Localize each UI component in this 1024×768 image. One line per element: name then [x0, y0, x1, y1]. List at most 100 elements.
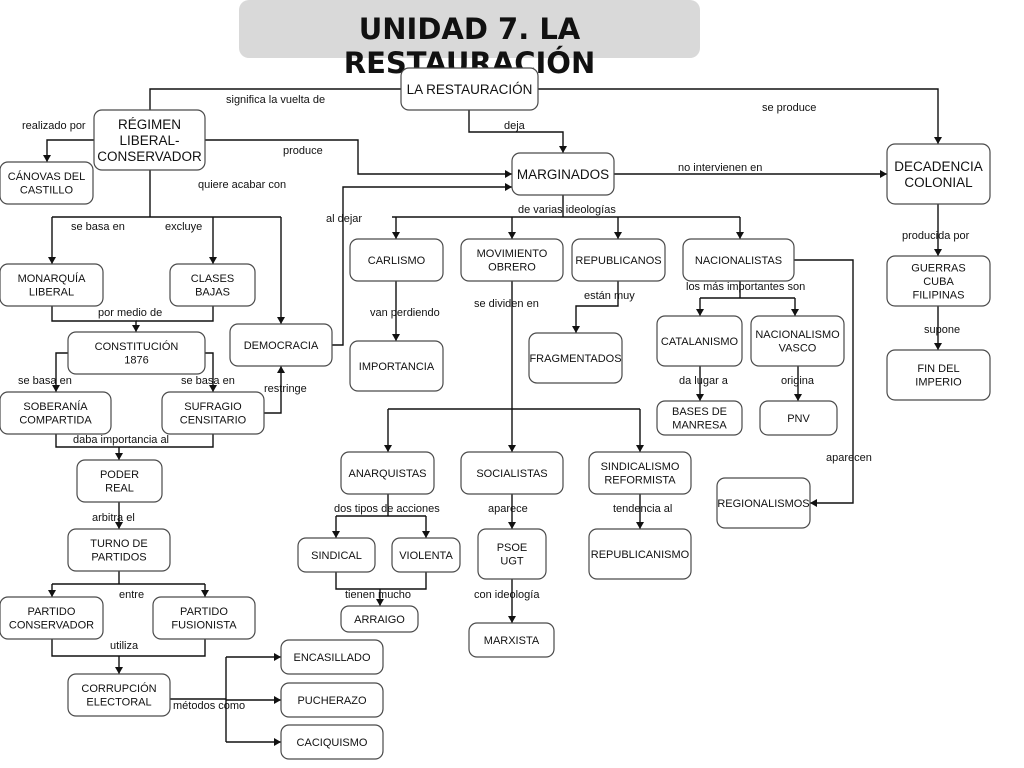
link-label-se_basa_1: se basa en [18, 375, 72, 387]
link-label-excluye: excluye [165, 221, 202, 233]
link-label-se_basa_2: se basa en [181, 375, 235, 387]
node-nacionalistas[interactable]: NACIONALISTAS [682, 238, 795, 282]
link-label-da_lugar: da lugar a [679, 375, 729, 387]
node-box-movimiento [460, 238, 564, 282]
arrowhead-18 [810, 499, 817, 507]
arrowhead-0 [934, 137, 942, 144]
node-marxista[interactable]: MARXISTA [468, 622, 555, 658]
arrowhead-2 [505, 170, 512, 178]
connector-2 [468, 110, 564, 153]
node-catalanismo[interactable]: CATALANISMO [656, 315, 743, 367]
node-text-clases: CLASES [191, 273, 234, 285]
connector-19 [136, 306, 214, 322]
node-text-sufragio: CENSITARIO [180, 415, 247, 427]
link-label-tendencia: tendencia al [613, 503, 672, 515]
node-box-fusionista [152, 596, 256, 640]
arrowhead-4 [505, 183, 512, 191]
node-text-sindical: SINDICAL [311, 550, 362, 562]
node-box-regionalismos [716, 477, 811, 529]
arrowhead-39 [508, 616, 516, 623]
node-marginados[interactable]: MARGINADOS [511, 152, 615, 196]
node-text-sindicalismo: SINDICALISMO [601, 461, 680, 473]
node-regionalismos[interactable]: REGIONALISMOS [716, 477, 811, 529]
node-text-psoe: PSOE [497, 542, 528, 554]
node-text-clases: BAJAS [195, 287, 230, 299]
node-box-sindical [297, 537, 376, 573]
node-text-carlismo: CARLISMO [368, 255, 426, 267]
node-text-corrupcion: ELECTORAL [86, 697, 151, 709]
node-caciquismo[interactable]: CACIQUISMO [280, 724, 384, 760]
node-republicanos[interactable]: REPUBLICANOS [571, 238, 666, 282]
arrowhead-15 [572, 326, 580, 333]
node-text-anarquistas: ANARQUISTAS [348, 468, 426, 480]
link-label-produce: produce [283, 145, 323, 157]
arrowhead-38 [376, 599, 384, 606]
arrowhead-24 [696, 394, 704, 401]
link-label-deja: deja [504, 120, 526, 132]
node-fragmentados[interactable]: FRAGMENTADOS [528, 332, 623, 384]
link-label-restringe: restringe [264, 383, 307, 395]
arrowhead-31 [48, 590, 56, 597]
node-box-pnv [759, 400, 838, 436]
node-text-bases: MANRESA [672, 420, 727, 432]
node-arraigo[interactable]: ARRAIGO [340, 605, 419, 633]
connector-6 [46, 139, 94, 162]
node-encasillado[interactable]: ENCASILLADO [280, 639, 384, 675]
node-text-arraigo: ARRAIGO [354, 614, 405, 626]
node-text-encasillado: ENCASILLADO [293, 652, 370, 664]
arrowhead-36 [636, 522, 644, 529]
node-clases[interactable]: CLASES BAJAS [169, 263, 256, 307]
link-label-aparecen: aparecen [826, 452, 872, 464]
node-text-conservador: PARTIDO [28, 606, 76, 618]
node-text-guerras: CUBA [923, 276, 954, 288]
arrowhead-28 [384, 445, 392, 452]
node-sindical[interactable]: SINDICAL [297, 537, 376, 573]
connector-lines [43, 88, 942, 746]
node-box-democracia [229, 323, 333, 367]
node-anarquistas[interactable]: ANARQUISTAS [340, 451, 435, 495]
node-restauracion[interactable]: LA RESTAURACIÓN [400, 67, 539, 111]
node-violenta[interactable]: VIOLENTA [391, 537, 461, 573]
node-socialistas[interactable]: SOCIALISTAS [460, 451, 564, 495]
node-text-soberania: COMPARTIDA [19, 415, 92, 427]
node-text-poder: PODER [100, 469, 139, 481]
node-carlismo[interactable]: CARLISMO [349, 238, 444, 282]
connector-35 [55, 434, 214, 448]
node-box-catalanismo [656, 315, 743, 367]
node-pucherazo[interactable]: PUCHERAZO [280, 682, 384, 718]
node-text-republicanismo: REPUBLICANISMO [591, 549, 690, 561]
node-republicanismo[interactable]: REPUBLICANISMO [588, 528, 692, 580]
node-text-democracia: DEMOCRACIA [244, 340, 319, 352]
link-label-se_produce: se produce [762, 102, 816, 114]
arrowhead-9 [736, 232, 744, 239]
arrowhead-3 [880, 170, 887, 178]
node-text-vasco: VASCO [779, 343, 817, 355]
node-box-constitucion [67, 331, 206, 375]
node-text-turno: TURNO DE [90, 538, 147, 550]
node-text-marxista: MARXISTA [484, 635, 540, 647]
node-pnv[interactable]: PNV [759, 400, 838, 436]
link-label-se_dividen: se dividen en [474, 298, 539, 310]
node-democracia[interactable]: DEMOCRACIA [229, 323, 333, 367]
node-importancia[interactable]: IMPORTANCIA [349, 340, 444, 392]
